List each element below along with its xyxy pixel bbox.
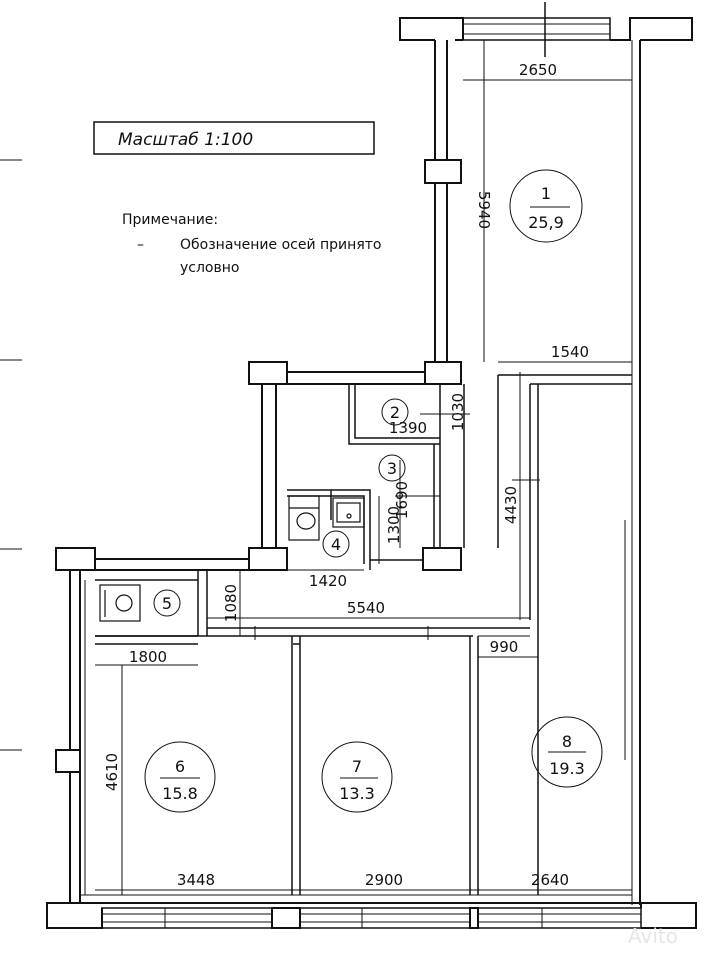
dim-1390: 1390 — [389, 419, 427, 437]
dim-2900: 2900 — [365, 871, 403, 889]
room-circles — [144, 169, 603, 813]
room-8-number: 8 — [562, 732, 572, 751]
scale-label: Масштаб 1:100 — [118, 130, 253, 150]
partitions — [95, 374, 632, 895]
dim-1690: 1690 — [393, 481, 411, 519]
note-line1: Обозначение осей принято — [180, 237, 381, 253]
dim-5540: 5540 — [347, 599, 385, 617]
dim-1030: 1030 — [449, 393, 467, 431]
toilet-icon-room5 — [99, 584, 141, 622]
watermark: Avito — [628, 924, 678, 948]
dimension-lines — [95, 40, 632, 895]
room-6-area: 15.8 — [162, 784, 198, 803]
dim-2640: 2640 — [531, 871, 569, 889]
dim-5940: 5940 — [475, 191, 493, 229]
sink-icon — [332, 497, 365, 528]
dim-990: 990 — [490, 638, 519, 656]
room-7-area: 13.3 — [339, 784, 375, 803]
dim-2650: 2650 — [519, 61, 557, 79]
fixtures — [99, 495, 365, 622]
dim-4430: 4430 — [502, 486, 520, 524]
scale-frame — [93, 121, 375, 155]
room-7-number: 7 — [352, 757, 362, 776]
room-1-area: 25,9 — [528, 213, 564, 232]
dim-1300: 1300 — [385, 506, 403, 544]
room-1-number: 1 — [541, 184, 551, 203]
room-5-number: 5 — [162, 594, 172, 613]
room-8-area: 19.3 — [549, 759, 585, 778]
dim-1540: 1540 — [551, 343, 589, 361]
note-dash: – — [137, 237, 144, 253]
room-4-number: 4 — [331, 535, 341, 554]
room-6-number: 6 — [175, 757, 185, 776]
dim-1800: 1800 — [129, 648, 167, 666]
room-2-number: 2 — [390, 403, 400, 422]
dim-4610: 4610 — [103, 753, 121, 791]
toilet-icon — [288, 495, 320, 541]
note-line2: условно — [180, 260, 239, 276]
margin-ticks — [0, 159, 22, 751]
dim-1420: 1420 — [309, 572, 347, 590]
dim-1080: 1080 — [222, 584, 240, 622]
note-title: Примечание: — [122, 212, 218, 228]
room-3-number: 3 — [387, 459, 397, 478]
dim-3448: 3448 — [177, 871, 215, 889]
outer-walls — [46, 2, 697, 929]
